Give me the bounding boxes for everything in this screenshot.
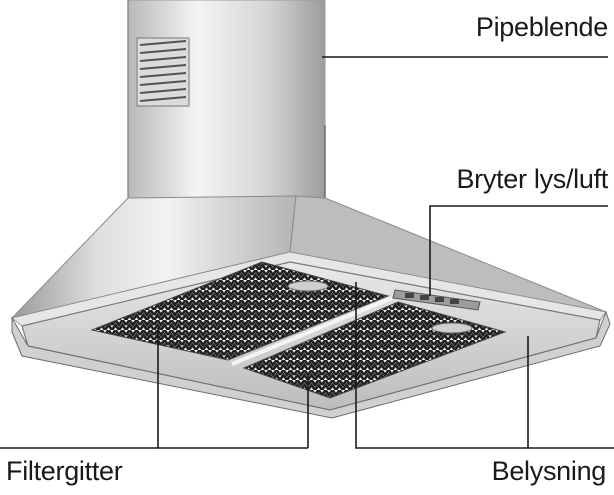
label-switch: Bryter lys/luft	[456, 164, 608, 194]
chimney-cover	[127, 0, 326, 201]
label-lighting: Belysning	[491, 456, 607, 486]
light-right	[431, 322, 473, 334]
control-panel	[392, 289, 481, 311]
label-chimney-cover: Pipeblende	[475, 12, 608, 42]
leader-lines	[0, 56, 614, 449]
vent-grille	[136, 37, 190, 107]
light-left	[287, 280, 329, 292]
lights	[287, 280, 473, 334]
leader-switch	[429, 205, 608, 296]
label-filter: Filtergitter	[6, 456, 123, 486]
